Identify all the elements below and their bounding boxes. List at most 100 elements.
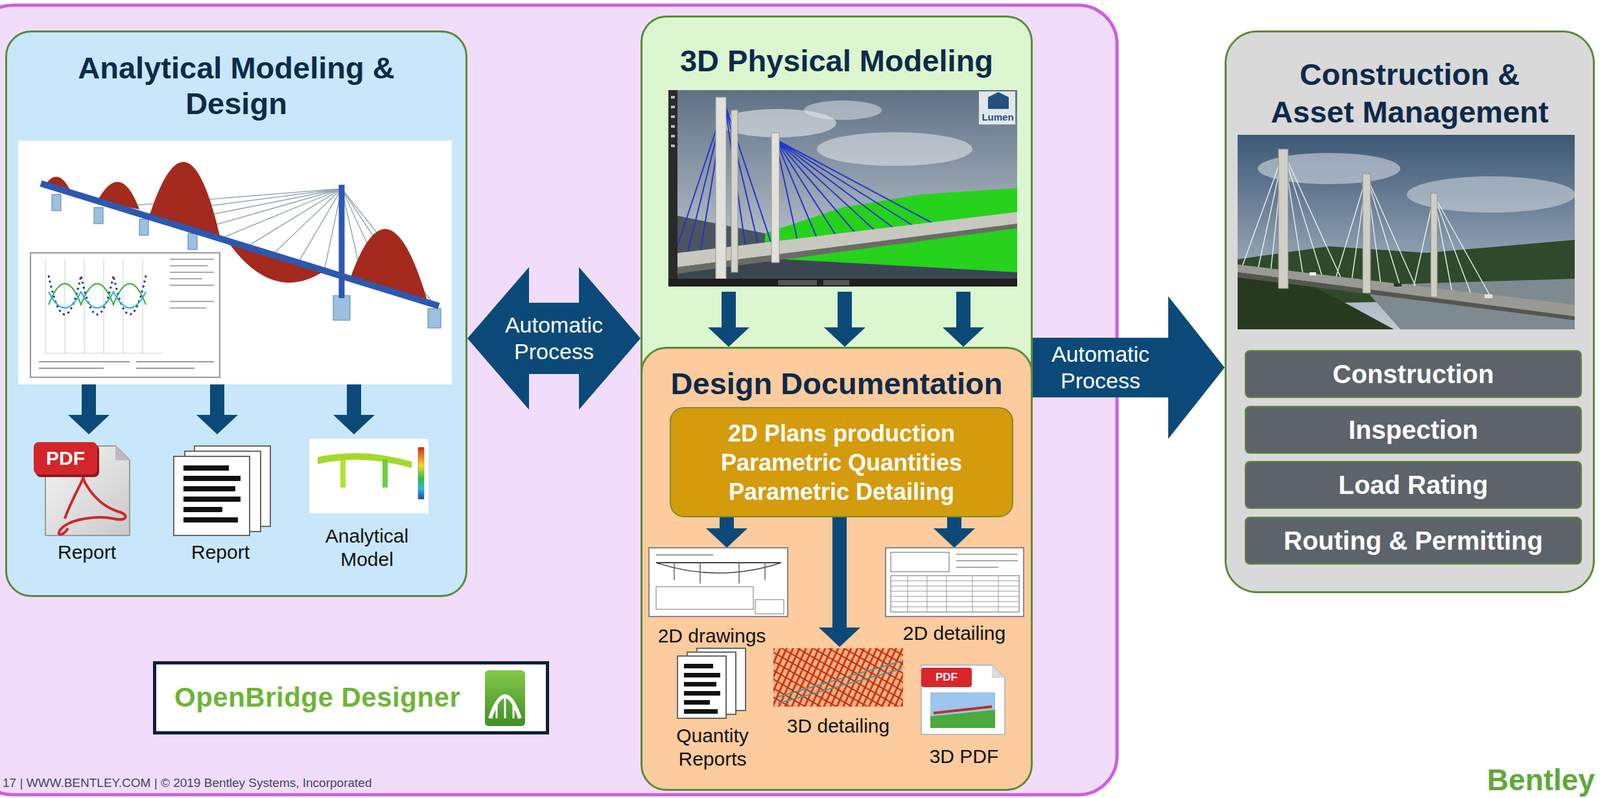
- product-logo-mark-part: [496, 696, 514, 719]
- analysis-illustration-part: [51, 194, 61, 211]
- workspace-region-part: [0, 5, 1118, 795]
- output-caption: 2D drawings: [658, 624, 767, 648]
- bridge-render-part: [668, 278, 1018, 287]
- analysis-illustration-part: [48, 291, 146, 308]
- pdf3d-icon-part: [921, 667, 972, 688]
- bridge-render-part: [816, 132, 973, 166]
- analysis-illustration: [18, 140, 452, 385]
- bridge-render-part: [668, 90, 678, 287]
- analysis-illustration-part: [139, 219, 149, 236]
- analysis-illustration-part: [18, 140, 452, 385]
- bridge-render-part: [978, 91, 1016, 125]
- bridge-photo: [1237, 134, 1576, 330]
- flow-arrow: [823, 291, 866, 347]
- workspace-region: [0, 5, 1118, 795]
- report-icon-part: [683, 691, 721, 696]
- flow-arrow: [942, 291, 985, 347]
- report-icon-part: [173, 456, 250, 536]
- content-line: Parametric Detailing: [728, 477, 955, 507]
- file-badge: PDF: [935, 670, 958, 684]
- analysis-illustration-part: [45, 259, 163, 354]
- company-logo: Bentley: [1487, 762, 1595, 798]
- report-icon-part: [683, 672, 721, 678]
- button-label: Routing & Permitting: [1283, 525, 1543, 556]
- button-label: Load Rating: [1338, 470, 1488, 500]
- bridge-render-part: [715, 97, 727, 279]
- bridge-photo-part: [1237, 134, 1575, 330]
- output-caption: Report: [191, 540, 250, 565]
- analysis-illustration-part: [30, 252, 220, 378]
- bridge-photo-part: [1430, 193, 1438, 297]
- analysis-illustration-part: [94, 207, 104, 224]
- model-thumbnail-part: [309, 438, 429, 514]
- drawing-sheet-part: [656, 562, 782, 574]
- detail-sheet-part: [885, 547, 1024, 617]
- bridge-render-part: [823, 280, 850, 286]
- analysis-illustration-part: [48, 275, 146, 315]
- report-icon: [173, 446, 271, 536]
- pdf3d-icon-part: [933, 706, 992, 714]
- output-caption: 3D PDF: [929, 744, 1000, 769]
- task-button: Inspection: [1244, 405, 1582, 454]
- button-label: Construction: [1332, 359, 1495, 389]
- pdf-icon: [33, 442, 130, 536]
- analysis-illustration-part: [427, 308, 441, 329]
- model-thumbnail-part: [418, 447, 424, 500]
- bridge-render-part: [771, 132, 780, 263]
- bridge-render-part: [777, 280, 817, 286]
- process-arrow: [1032, 296, 1225, 439]
- report-icon-part: [183, 465, 229, 471]
- bridge-render-part: [988, 92, 1009, 109]
- drawing-sheet-part: [674, 562, 765, 584]
- arrow-label: Automatic Process: [1045, 341, 1156, 395]
- pdf3d-icon: [921, 665, 1005, 735]
- analysis-illustration-part: [188, 233, 198, 250]
- bridge-render-part: [668, 90, 1018, 287]
- rebar-render: [773, 648, 904, 707]
- task-button: Load Rating: [1244, 460, 1582, 509]
- panel-title: Construction & Asset Management: [1257, 55, 1563, 131]
- report-icon: [677, 648, 746, 719]
- bridge-render-part: [731, 110, 738, 273]
- output-caption: Report: [57, 540, 117, 565]
- task-button: Construction: [1244, 350, 1582, 399]
- drawing-sheet-part: [656, 554, 714, 556]
- report-icon-part: [183, 506, 223, 513]
- output-arrow-part: [333, 384, 375, 435]
- drawing-sheet-part: [648, 547, 788, 617]
- output-caption: 2D detailing: [903, 621, 1006, 646]
- model-thumbnail-part: [340, 460, 346, 488]
- bridge-photo-part: [1393, 283, 1402, 287]
- output-arrow: [68, 384, 375, 435]
- drawing-sheet-part: [755, 599, 784, 614]
- task-button: Routing & Permitting: [1244, 516, 1582, 565]
- panel-title: Analytical Modeling & Design: [55, 50, 419, 122]
- pdf-icon-part: [115, 446, 130, 461]
- output-arrow-part: [933, 517, 976, 548]
- pdf-icon-part: [33, 442, 98, 475]
- report-icon-part: [677, 656, 727, 719]
- output-caption: Analytical Model: [315, 524, 419, 572]
- detail-sheet-part: [890, 575, 1020, 612]
- bridge-render-part: [670, 97, 675, 146]
- analysis-illustration-part: [38, 361, 214, 369]
- product-logo-mark-part: [484, 670, 526, 727]
- report-icon-part: [183, 517, 238, 523]
- output-arrow-part: [68, 384, 110, 435]
- process-arrow: [467, 267, 641, 410]
- panel-title: Design Documentation: [670, 366, 1003, 402]
- content-line: Parametric Quantities: [720, 447, 963, 478]
- output-caption: 3D detailing: [787, 714, 890, 738]
- product-logo-mark-part: [490, 696, 520, 719]
- drawing-sheet: [648, 547, 788, 617]
- drawing-sheet-part: [656, 562, 782, 564]
- output-arrow-part: [196, 384, 238, 435]
- product-logo-mark: [484, 670, 526, 727]
- report-icon-part: [183, 475, 241, 482]
- flow-arrow: [707, 291, 750, 347]
- rebar-render-part: [773, 648, 904, 707]
- analysis-illustration-part: [48, 283, 146, 306]
- output-arrow-part: [818, 517, 861, 648]
- detail-sheet-part: [890, 575, 1020, 612]
- bridge-render-part: [803, 100, 882, 120]
